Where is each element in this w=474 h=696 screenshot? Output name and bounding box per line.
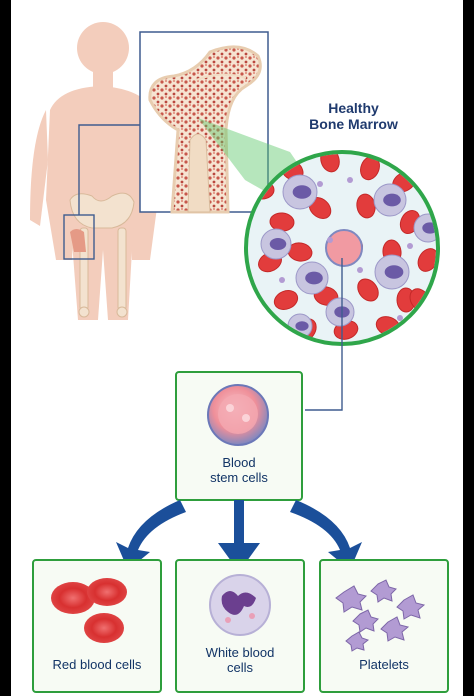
red-blood-cells-label: Red blood cells [52, 657, 142, 672]
stem-cell-icon [207, 384, 269, 446]
femur-bone-cross-section [148, 45, 262, 214]
marrow-stem-cell [325, 229, 363, 267]
marrow-platelet [407, 243, 413, 249]
marrow-platelet [347, 177, 353, 183]
marrow-white-cell-nucleus [383, 193, 401, 207]
marrow-white-cell-nucleus [384, 265, 404, 279]
marrow-white-cell-nucleus [292, 185, 312, 199]
hip-bone-marker [70, 229, 86, 252]
marrow-white-cell-nucleus [295, 321, 309, 331]
marrow-red-cell [357, 278, 379, 302]
marrow-platelet [327, 237, 333, 243]
marrow-platelet [279, 277, 285, 283]
down-arrow-icon [116, 500, 362, 572]
platelets-icon [335, 579, 426, 652]
stem-cells-label: Blood stem cells [210, 455, 268, 485]
diagram-title: Healthy Bone Marrow [309, 100, 398, 133]
white-blood-cell-icon [209, 574, 271, 636]
pelvis-bones [69, 192, 135, 318]
hip-connector-line [78, 124, 140, 215]
red-blood-cells-icon [51, 578, 127, 643]
white-blood-cells-label: White blood cells [205, 645, 275, 675]
marrow-platelet [397, 315, 403, 321]
marrow-platelet [357, 267, 363, 273]
stem-connector-line [305, 258, 343, 411]
platelets-label: Platelets [359, 657, 409, 672]
marrow-platelet [317, 181, 323, 187]
marrow-white-cell-nucleus [269, 238, 287, 250]
marrow-red-cell [273, 290, 299, 310]
marrow-white-cell-nucleus [305, 271, 323, 285]
magnified-marrow-circle [244, 150, 440, 346]
